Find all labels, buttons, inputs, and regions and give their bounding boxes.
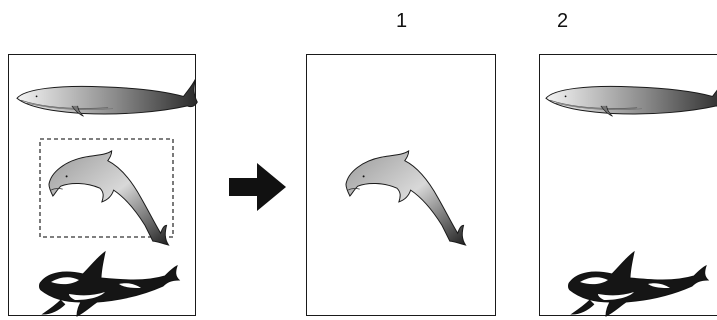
- source-page: [8, 54, 198, 317]
- result-number-1: 1: [396, 10, 408, 32]
- result-page-1: [306, 54, 496, 316]
- result-number-2: 2: [557, 10, 569, 32]
- blue-whale-icon: [16, 78, 198, 117]
- orca-icon: [39, 251, 180, 317]
- orca-icon: [568, 251, 709, 317]
- selection-box: [39, 138, 174, 238]
- right-arrow-icon: [229, 163, 286, 211]
- dolphin-icon: [48, 150, 170, 246]
- result-page-2: [539, 54, 717, 317]
- blue-whale-icon: [545, 78, 717, 117]
- dolphin-icon: [345, 150, 467, 246]
